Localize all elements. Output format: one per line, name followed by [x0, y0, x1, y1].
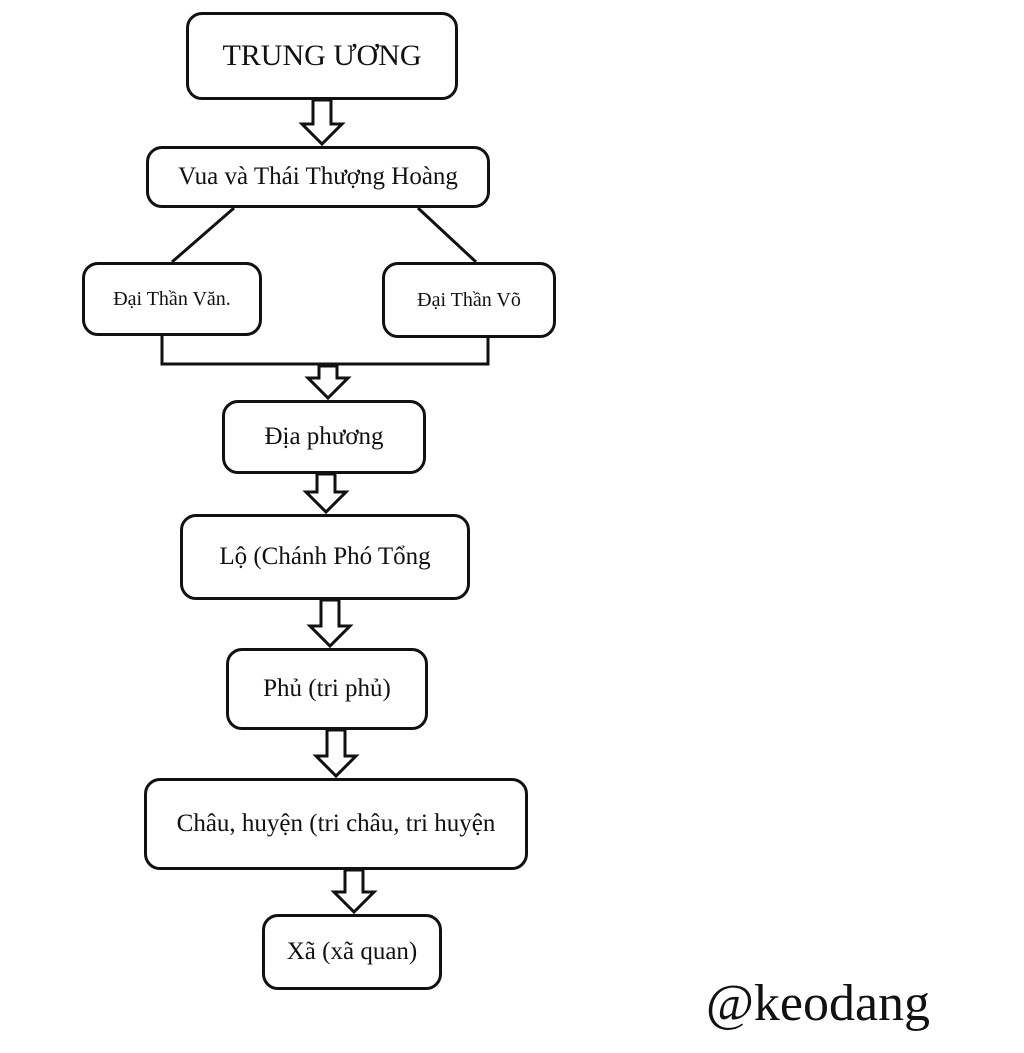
join-bracket	[160, 336, 490, 366]
node-lo: Lộ (Chánh Phó Tổng	[180, 514, 470, 600]
arrow-ministers-to-dia-phuong	[304, 364, 352, 401]
branch-line-right	[416, 206, 478, 264]
node-chau-huyen: Châu, huyện (tri châu, tri huyện	[144, 778, 528, 870]
arrow-trung-uong-to-vua	[298, 98, 346, 147]
node-dai-than-vo: Đại Thần Võ	[382, 262, 556, 338]
arrow-lo-to-phu	[306, 598, 354, 649]
arrow-phu-to-chau-huyen	[312, 728, 360, 779]
branch-line-left	[171, 206, 235, 264]
node-trung-uong: TRUNG ƯƠNG	[186, 12, 458, 100]
arrows-layer	[298, 98, 378, 915]
node-dia-phuong: Địa phương	[222, 400, 426, 474]
node-vua-thai-thuong-hoang: Vua và Thái Thượng Hoàng	[146, 146, 490, 208]
watermark-text: @keodang	[706, 975, 931, 1032]
arrow-dia-phuong-to-lo	[302, 472, 350, 515]
arrow-chau-huyen-to-xa	[330, 868, 378, 915]
node-phu: Phủ (tri phủ)	[226, 648, 428, 730]
node-dai-than-van: Đại Thần Văn.	[82, 262, 262, 336]
node-xa: Xã (xã quan)	[262, 914, 442, 990]
